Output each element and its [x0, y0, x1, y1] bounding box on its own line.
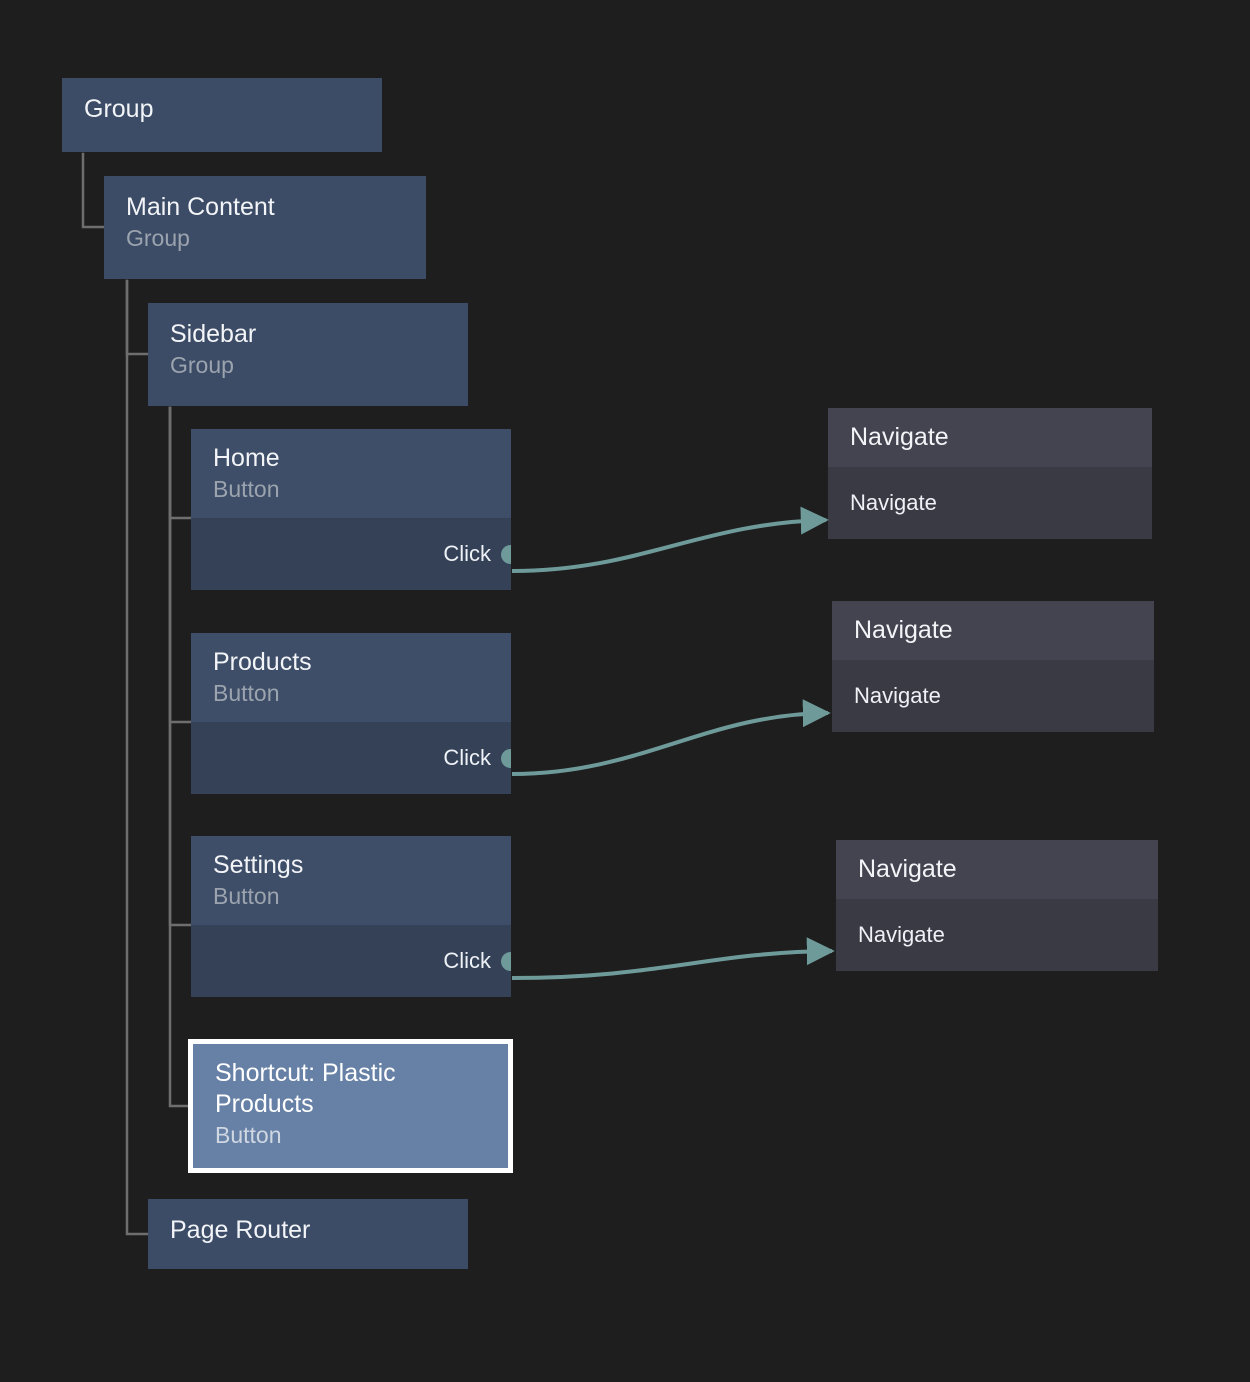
node-header: Settings Button	[191, 836, 511, 925]
node-navigate-2[interactable]: Navigate Navigate	[832, 601, 1154, 751]
node-shortcut-plastic-products[interactable]: Shortcut: Plastic Products Button	[188, 1039, 513, 1173]
port-label: Click	[443, 745, 491, 770]
node-title: Sidebar	[170, 320, 257, 348]
node-title: Group	[84, 95, 154, 123]
node-header: Group	[62, 78, 382, 141]
port-navigate-in[interactable]: Navigate	[858, 922, 945, 947]
node-title: Navigate	[854, 616, 953, 644]
edge-settings-navigate	[511, 937, 835, 980]
node-subtitle: Button	[215, 1122, 282, 1148]
node-header: Sidebar Group	[148, 303, 468, 396]
port-dot-icon[interactable]	[501, 544, 511, 564]
node-header: Shortcut: Plastic Products Button	[193, 1044, 508, 1164]
port-navigate-in[interactable]: Navigate	[850, 490, 937, 515]
node-subtitle: Button	[213, 680, 280, 706]
node-title: Page Router	[170, 1216, 311, 1244]
node-body: Navigate	[828, 467, 1152, 539]
node-navigate-3[interactable]: Navigate Navigate	[836, 840, 1158, 990]
node-body: Navigate	[832, 660, 1154, 732]
edge-home-navigate	[511, 506, 829, 573]
node-body: Navigate	[836, 899, 1158, 971]
node-subtitle: Group	[126, 225, 190, 251]
node-header: Navigate	[828, 408, 1152, 467]
node-navigate-1[interactable]: Navigate Navigate	[828, 408, 1152, 558]
port-label: Click	[443, 541, 491, 566]
node-header: Main Content Group	[104, 176, 426, 269]
node-header: Products Button	[191, 633, 511, 722]
node-title: Main Content	[126, 193, 275, 221]
node-title: Navigate	[850, 423, 949, 451]
node-header: Navigate	[836, 840, 1158, 899]
node-home-button[interactable]: Home Button Click	[191, 429, 511, 608]
node-subtitle: Button	[213, 476, 280, 502]
node-title: Settings	[213, 851, 304, 879]
node-body: Click	[191, 518, 511, 590]
port-dot-icon[interactable]	[501, 748, 511, 768]
node-header: Navigate	[832, 601, 1154, 660]
port-click-out[interactable]: Click	[443, 541, 511, 566]
edge-products-navigate	[511, 699, 831, 776]
node-title: Products	[213, 648, 312, 676]
port-label: Click	[443, 948, 491, 973]
node-title: Home	[213, 444, 280, 472]
node-body: Click	[191, 925, 511, 997]
port-click-out[interactable]: Click	[443, 948, 511, 973]
node-page-router[interactable]: Page Router	[148, 1199, 468, 1269]
node-subtitle: Group	[170, 352, 234, 378]
node-header: Page Router	[148, 1199, 468, 1262]
node-title: Shortcut: Plastic Products	[215, 1059, 396, 1118]
node-main-content[interactable]: Main Content Group	[104, 176, 426, 279]
node-products-button[interactable]: Products Button Click	[191, 633, 511, 812]
node-settings-button[interactable]: Settings Button Click	[191, 836, 511, 1015]
port-dot-icon[interactable]	[501, 951, 511, 971]
port-navigate-in[interactable]: Navigate	[854, 683, 941, 708]
node-sidebar[interactable]: Sidebar Group	[148, 303, 468, 406]
node-title: Navigate	[858, 855, 957, 883]
node-body: Click	[191, 722, 511, 794]
node-group-root[interactable]: Group	[62, 78, 382, 152]
node-subtitle: Button	[213, 883, 280, 909]
port-click-out[interactable]: Click	[443, 745, 511, 770]
node-header: Home Button	[191, 429, 511, 518]
